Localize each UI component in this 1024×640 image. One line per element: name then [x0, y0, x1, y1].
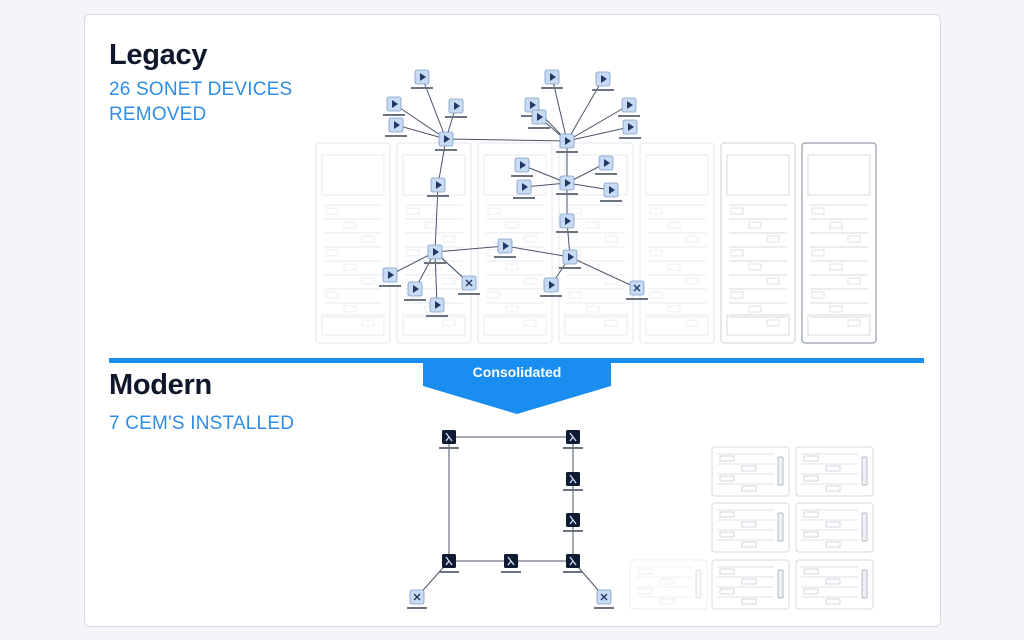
- legacy-link: [521, 164, 568, 184]
- legacy-link: [566, 126, 631, 142]
- legacy-link: [437, 138, 447, 186]
- legacy-link: [395, 124, 447, 140]
- play-triangle-icon: [540, 277, 562, 297]
- legacy-link: [504, 245, 571, 258]
- equipment-panel: [795, 446, 874, 497]
- section-divider: [109, 358, 924, 363]
- rack-outline: [801, 142, 877, 344]
- legacy-link: [445, 138, 568, 142]
- play-triangle-icon: [600, 182, 622, 202]
- play-triangle-icon: [511, 157, 533, 177]
- play-triangle-icon: [528, 109, 550, 129]
- lambda-icon: [439, 430, 459, 449]
- cross-arrows-icon: [407, 589, 427, 609]
- legacy-link: [389, 251, 436, 276]
- cross-arrows-icon: [594, 589, 614, 609]
- lambda-icon: [563, 430, 583, 449]
- consolidated-banner: [423, 362, 611, 414]
- rack-outline: [477, 142, 553, 344]
- play-triangle-icon: [424, 244, 446, 264]
- play-triangle-icon: [445, 98, 467, 118]
- play-triangle-icon: [379, 267, 401, 287]
- legacy-nodes: [379, 69, 648, 317]
- consolidated-label: Consolidated: [472, 364, 562, 380]
- lambda-icon: [563, 513, 583, 532]
- play-triangle-icon: [383, 96, 405, 116]
- play-triangle-icon: [385, 117, 407, 137]
- legacy-link: [569, 256, 638, 289]
- play-triangle-icon: [559, 249, 581, 269]
- play-triangle-icon: [435, 131, 457, 151]
- legacy-link: [434, 251, 438, 306]
- legacy-link: [421, 76, 447, 140]
- play-triangle-icon: [513, 179, 535, 199]
- rack-outline: [396, 142, 472, 344]
- play-triangle-icon: [494, 238, 516, 258]
- equipment-panel: [629, 559, 708, 610]
- equipment-panel: [711, 446, 790, 497]
- legacy-link: [566, 104, 630, 142]
- rack-outline: [720, 142, 796, 344]
- play-triangle-icon: [556, 213, 578, 233]
- play-triangle-icon: [411, 69, 433, 89]
- equipment-panel: [795, 502, 874, 553]
- play-triangle-icon: [592, 71, 614, 91]
- comparison-card: Legacy 26 SONET DEVICES REMOVED Consolid…: [84, 14, 941, 627]
- play-triangle-icon: [619, 119, 641, 139]
- equipment-panel: [711, 559, 790, 610]
- legacy-subtitle: 26 SONET DEVICES REMOVED: [109, 79, 293, 125]
- rack-outline: [639, 142, 715, 344]
- play-triangle-icon: [541, 69, 563, 89]
- lambda-icon: [563, 554, 583, 573]
- modern-nodes: [407, 430, 614, 609]
- lambda-icon: [439, 554, 459, 573]
- legacy-heading: Legacy: [109, 39, 208, 71]
- rack-outlines: [315, 142, 877, 344]
- play-triangle-icon: [556, 175, 578, 195]
- play-triangle-icon: [404, 281, 426, 301]
- play-triangle-icon: [427, 177, 449, 197]
- rack-outline: [558, 142, 634, 344]
- play-triangle-icon: [556, 133, 578, 153]
- rack-outline: [315, 142, 391, 344]
- modern-panels: [629, 446, 874, 610]
- legacy-link: [434, 245, 506, 253]
- rack-outline-dark: [801, 142, 877, 344]
- lambda-icon: [563, 472, 583, 491]
- equipment-panel: [711, 502, 790, 553]
- play-triangle-icon: [595, 155, 617, 175]
- modern-subtitle: 7 CEM'S INSTALLED: [109, 413, 295, 434]
- legacy-link: [393, 103, 447, 140]
- cross-arrows-icon: [458, 275, 480, 295]
- legacy-link: [551, 76, 568, 142]
- legacy-links: [389, 76, 638, 306]
- cross-arrows-icon: [626, 280, 648, 300]
- network-diagram: [315, 69, 877, 610]
- play-triangle-icon: [426, 297, 448, 317]
- lambda-icon: [501, 554, 521, 573]
- equipment-panel: [795, 559, 874, 610]
- legacy-link: [566, 78, 604, 142]
- modern-heading: Modern: [109, 369, 212, 401]
- play-triangle-icon: [618, 97, 640, 117]
